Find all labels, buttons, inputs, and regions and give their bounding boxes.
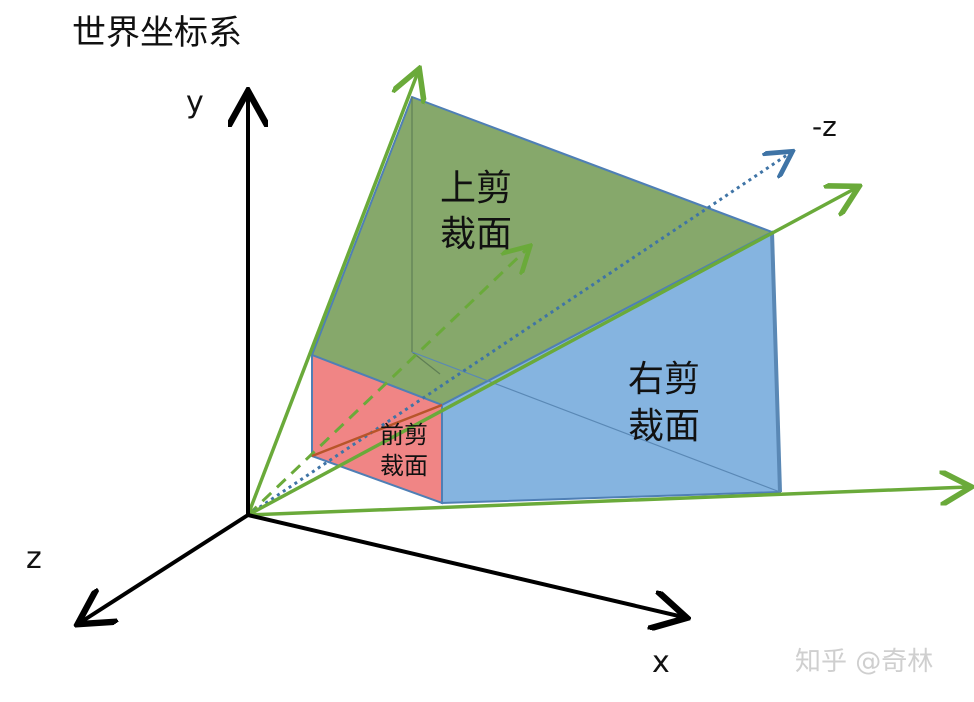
z-axis-label: z — [26, 541, 42, 576]
front-plane-label-line2: 裁面 — [380, 452, 428, 480]
x-axis — [247, 513, 683, 617]
frustum-edge-top-left — [246, 72, 418, 516]
y-axis-label: y — [186, 85, 204, 120]
right-plane-label-line2: 裁面 — [628, 406, 700, 447]
right-plane-far-edge — [770, 231, 782, 493]
hidden-edge-join — [411, 351, 441, 375]
right-plane-label-line1: 右剪 — [628, 359, 700, 400]
front-plane-label-line1: 前剪 — [380, 421, 428, 449]
front-plane-diagonal — [311, 403, 443, 458]
diagram-title: 世界坐标系 — [72, 13, 242, 53]
neg-z-axis-label: -z — [812, 110, 837, 143]
x-axis-label: x — [652, 645, 670, 680]
frustum-edge-bottom-right — [247, 487, 968, 517]
watermark-text: 知乎 @奇林 — [795, 647, 933, 677]
z-axis — [81, 513, 250, 622]
right-plane-inner-edge — [411, 351, 781, 493]
dashed-center-ray — [246, 248, 528, 517]
top-plane-label-line1: 上剪 — [440, 168, 512, 209]
frustum-edge-top-right — [247, 188, 856, 517]
top-plane-label-line2: 裁面 — [440, 214, 512, 255]
